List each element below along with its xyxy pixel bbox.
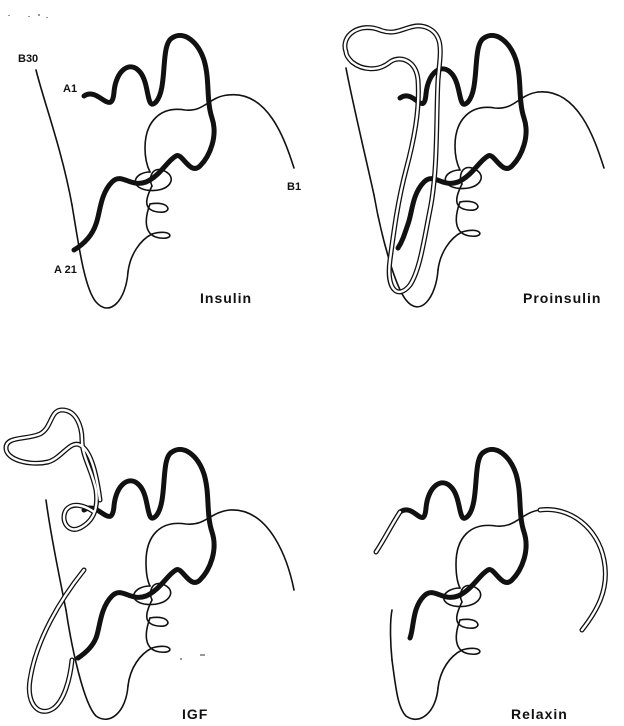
d-domain-extension (29, 570, 84, 711)
b-chain (46, 500, 294, 719)
panel-insulin: B30 A1 B1 A 21 Insulin (18, 35, 301, 308)
label-a1: A1 (63, 83, 77, 95)
panel-label-proinsulin: Proinsulin (523, 290, 601, 306)
panel-label-relaxin: Relaxin (511, 706, 568, 722)
panel-label-igf: IGF (182, 706, 208, 722)
label-b30: B30 (18, 53, 38, 65)
a-chain (400, 449, 526, 638)
label-a21: A 21 (54, 264, 77, 276)
scan-artifacts (8, 14, 205, 660)
panel-proinsulin: Proinsulin (345, 26, 604, 307)
panel-relaxin: Relaxin (376, 449, 605, 722)
a-chain (398, 35, 526, 248)
a-chain (74, 35, 214, 250)
a-chain-extension (376, 512, 400, 552)
b-chain (346, 68, 604, 307)
panel-igf: IGF (6, 410, 294, 722)
panel-label-insulin: Insulin (200, 290, 252, 306)
c-peptide (345, 26, 440, 292)
b-chain-extension (540, 510, 605, 630)
label-b1: B1 (287, 181, 301, 193)
